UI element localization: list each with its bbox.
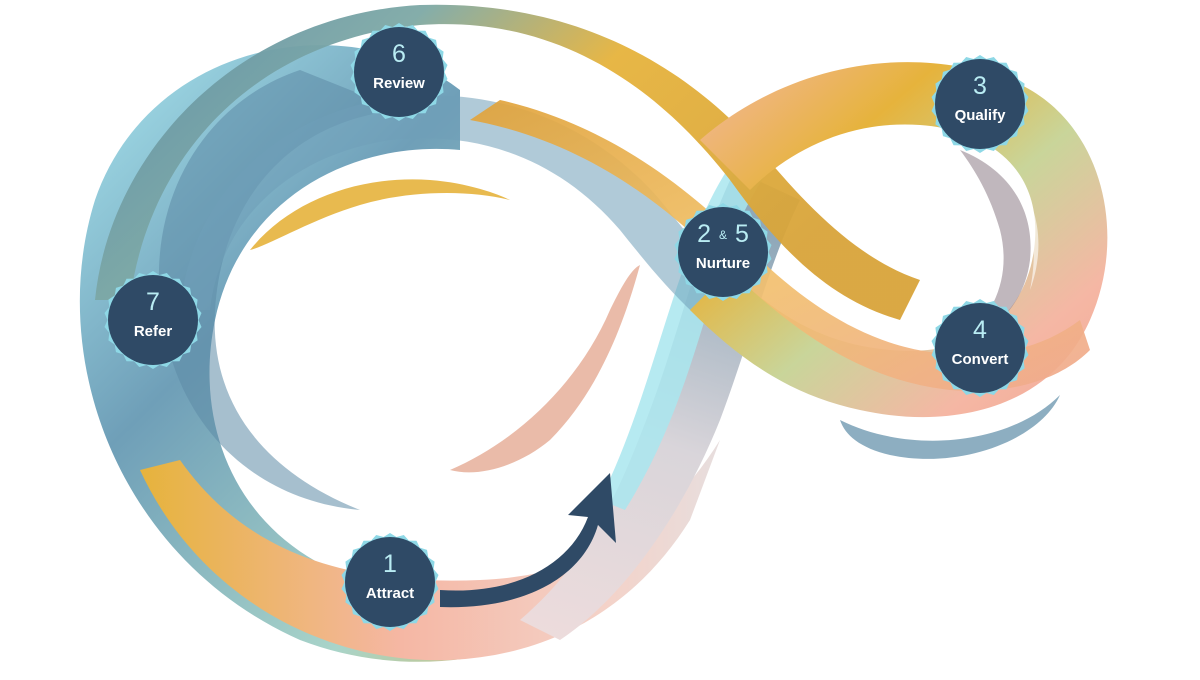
stage-number: 2 & 5 <box>673 220 773 249</box>
stage-label: Refer <box>133 323 173 340</box>
stage-label: Review <box>373 75 425 92</box>
ribbon-left-shade <box>158 70 400 510</box>
stage-badge-review[interactable]: 6 Review <box>349 22 449 122</box>
ribbon-cross <box>470 100 1090 391</box>
ribbon-accent-mid <box>450 265 640 473</box>
stage-badge-refer[interactable]: 7 Refer <box>103 270 203 370</box>
badge-seal-icon <box>350 23 448 121</box>
stage-label: Attract <box>365 585 415 602</box>
curved-arrow-icon <box>440 473 616 608</box>
stage-number-amp: & <box>718 228 727 243</box>
stage-label: Nurture <box>695 255 751 272</box>
stage-number-a: 2 <box>697 220 712 248</box>
stage-number: 3 <box>973 72 987 100</box>
ribbon-accent-right <box>1000 170 1039 290</box>
badge-seal-icon <box>341 533 439 631</box>
stage-badge-convert[interactable]: 4 Convert <box>930 298 1030 398</box>
badge-seal-icon <box>674 203 772 301</box>
stage-badge-qualify[interactable]: 3 Qualify <box>930 54 1030 154</box>
stage-number: 1 <box>383 550 397 578</box>
stage-badge-attract[interactable]: 1 Attract <box>340 532 440 632</box>
stage-number: 7 <box>146 288 160 316</box>
stage-number-b: 5 <box>734 220 749 248</box>
ribbon-right-shade <box>960 150 1031 345</box>
badge-seal-icon <box>931 299 1029 397</box>
badge-seal-icon <box>104 271 202 369</box>
stage-number: 6 <box>392 40 406 68</box>
stage-badge-nurture[interactable]: 2 & 5 Nurture <box>673 202 773 302</box>
stage-label: Convert <box>951 351 1009 368</box>
badge-seal-icon <box>931 55 1029 153</box>
stage-label: Qualify <box>954 107 1006 124</box>
ribbon-accent-left <box>250 179 510 250</box>
ribbon-right-lower-edge <box>840 395 1060 459</box>
stage-number: 4 <box>973 316 987 344</box>
